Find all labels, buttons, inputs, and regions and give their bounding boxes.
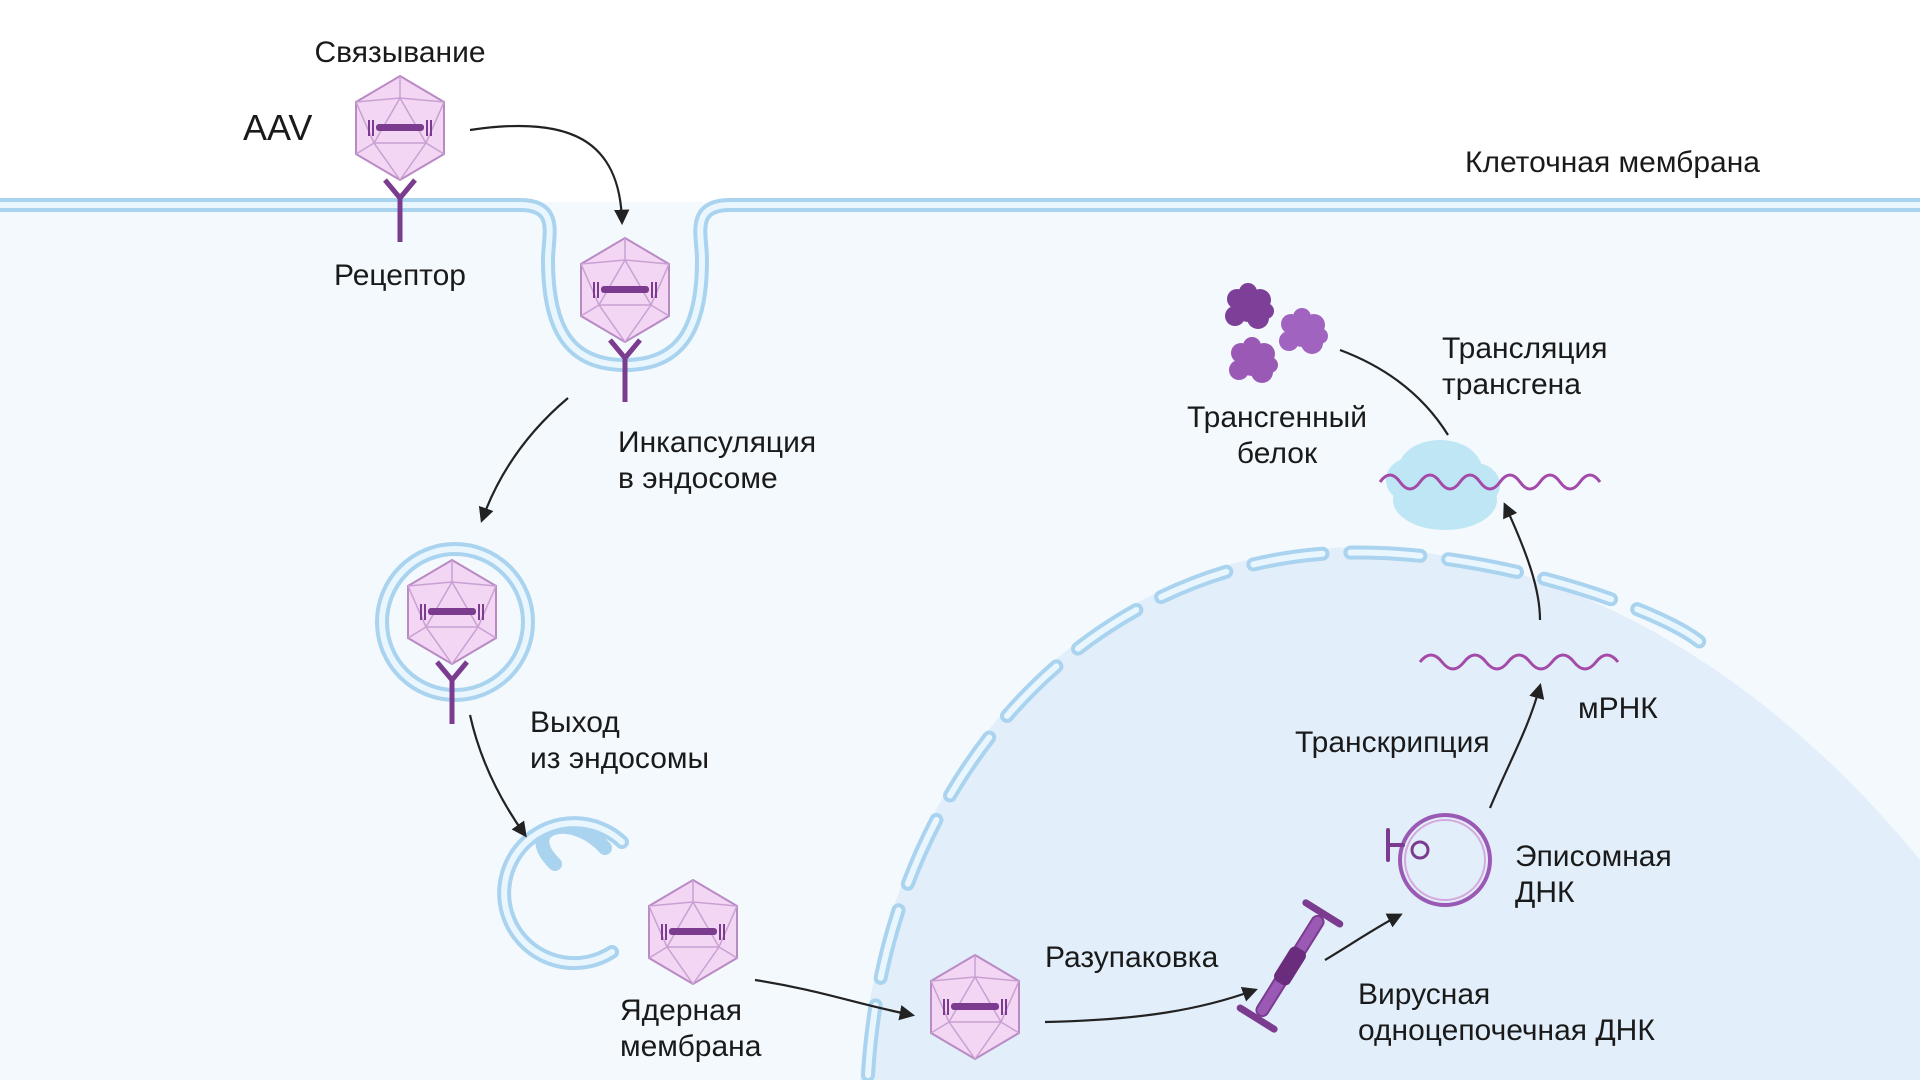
- broken-endosome: [497, 816, 629, 971]
- label-translation-1: Трансляция: [1442, 332, 1608, 365]
- label-receptor: Рецептор: [334, 259, 466, 292]
- label-exit-1: Выход: [530, 706, 620, 739]
- label-protein-1: Трансгенный: [1187, 401, 1367, 434]
- label-viral-1: Вирусная: [1358, 978, 1490, 1011]
- mrna-strand: [1418, 653, 1620, 671]
- label-encapsulation-1: Инкапсуляция: [618, 426, 816, 459]
- label-nuclear-2: мембрана: [620, 1030, 762, 1063]
- label-encapsulation-2: в эндосоме: [618, 462, 778, 495]
- label-episomal-2: ДНК: [1515, 876, 1575, 909]
- nucleus: [860, 547, 1920, 1080]
- label-aav: AAV: [243, 107, 312, 148]
- label-transcription: Транскрипция: [1295, 726, 1490, 759]
- mrna-ribosome: [1378, 473, 1602, 491]
- label-mrna: мРНК: [1578, 692, 1658, 725]
- endosome: [375, 542, 535, 702]
- label-binding: Связывание: [314, 36, 485, 69]
- label-viral-2: одноцепочечная ДНК: [1358, 1014, 1655, 1047]
- ssdna-icon: [1236, 899, 1344, 1033]
- label-nuclear-1: Ядерная: [620, 994, 742, 1027]
- nuclear-envelope: [861, 545, 1715, 1082]
- episomal-dna-icon: [1386, 813, 1492, 907]
- label-exit-2: из эндосомы: [530, 742, 709, 775]
- label-translation-2: трансгена: [1442, 368, 1581, 401]
- label-unpacking: Разупаковка: [1045, 941, 1219, 974]
- aav-capsid-binding: [355, 75, 445, 181]
- flow-arrows: [468, 124, 1545, 1024]
- label-protein-2: белок: [1237, 437, 1318, 470]
- label-episomal-1: Эписомная: [1515, 840, 1672, 873]
- label-cell-membrane: Клеточная мембрана: [1465, 146, 1760, 179]
